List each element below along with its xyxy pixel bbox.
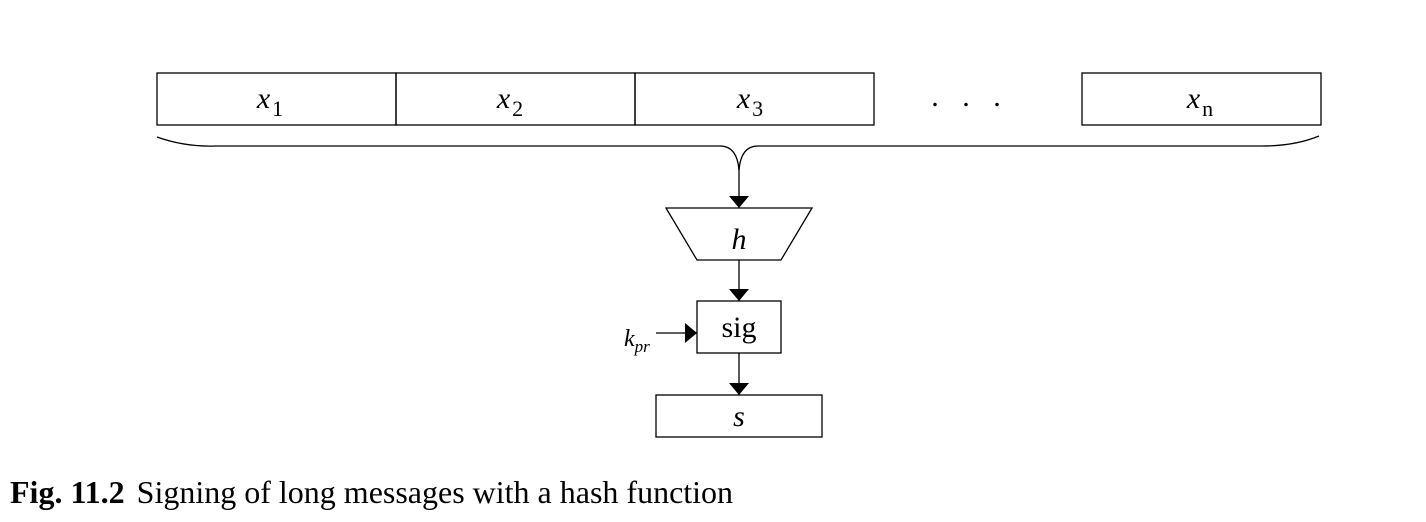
- figure-caption: Fig. 11.2 Signing of long messages with a…: [10, 474, 733, 511]
- hash-label: h: [732, 223, 747, 256]
- svg-text:kpr: kpr: [624, 326, 650, 356]
- underbrace: [156, 135, 1320, 171]
- figure-number: Fig. 11.2: [10, 474, 125, 510]
- caption-text: Signing of long messages with a hash fun…: [136, 474, 734, 510]
- message-block-xn: xn: [1081, 72, 1322, 126]
- ellipsis: . . .: [931, 80, 1009, 113]
- signature-label: s: [733, 400, 745, 433]
- message-block-x3: x3: [634, 72, 875, 126]
- signature-output-block: s: [655, 394, 823, 438]
- hash-function-block: h: [664, 207, 814, 261]
- message-block-x1: x1: [156, 72, 397, 126]
- sig-label: sig: [721, 311, 756, 344]
- svg-text:x3: x3: [736, 82, 763, 121]
- private-key-input: kpr: [624, 323, 697, 356]
- sign-block: sig: [696, 300, 782, 354]
- svg-text:xn: xn: [1186, 82, 1213, 121]
- svg-text:x1: x1: [256, 82, 283, 121]
- svg-text:x2: x2: [496, 82, 523, 121]
- message-block-x2: x2: [395, 72, 636, 126]
